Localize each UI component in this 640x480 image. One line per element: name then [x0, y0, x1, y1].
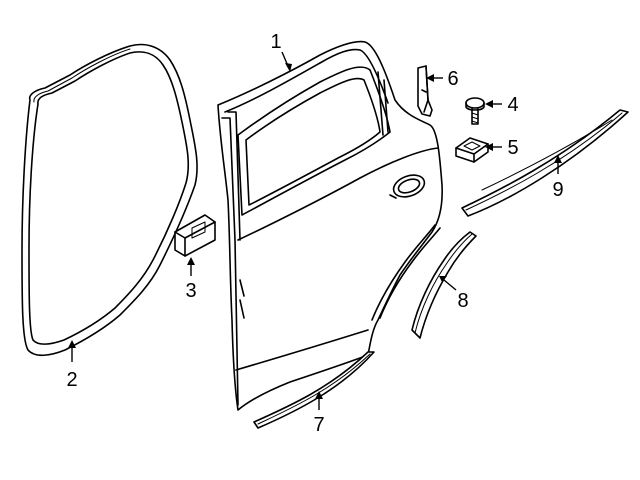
- callout-2: 2: [66, 369, 77, 391]
- callout-4: 4: [507, 94, 518, 116]
- lower-door-molding: [253, 351, 375, 429]
- callout-7: 7: [313, 414, 324, 436]
- callout-8: 8: [457, 290, 468, 312]
- belt-molding: [461, 109, 629, 217]
- screw: [465, 97, 485, 125]
- door-weatherstrip-seal: [21, 43, 198, 357]
- callout-3: 3: [185, 280, 196, 302]
- callout-1: 1: [270, 31, 281, 53]
- callout-leaders: [68, 51, 562, 410]
- hinge-bracket: [174, 214, 216, 257]
- wheel-arch-molding: [411, 231, 477, 339]
- retaining-clip: [455, 137, 489, 163]
- callout-9: 9: [552, 179, 563, 201]
- vertical-trim: [417, 65, 433, 117]
- callout-6: 6: [447, 68, 458, 90]
- callout-5: 5: [507, 137, 518, 159]
- rear-door-shell: [217, 40, 443, 411]
